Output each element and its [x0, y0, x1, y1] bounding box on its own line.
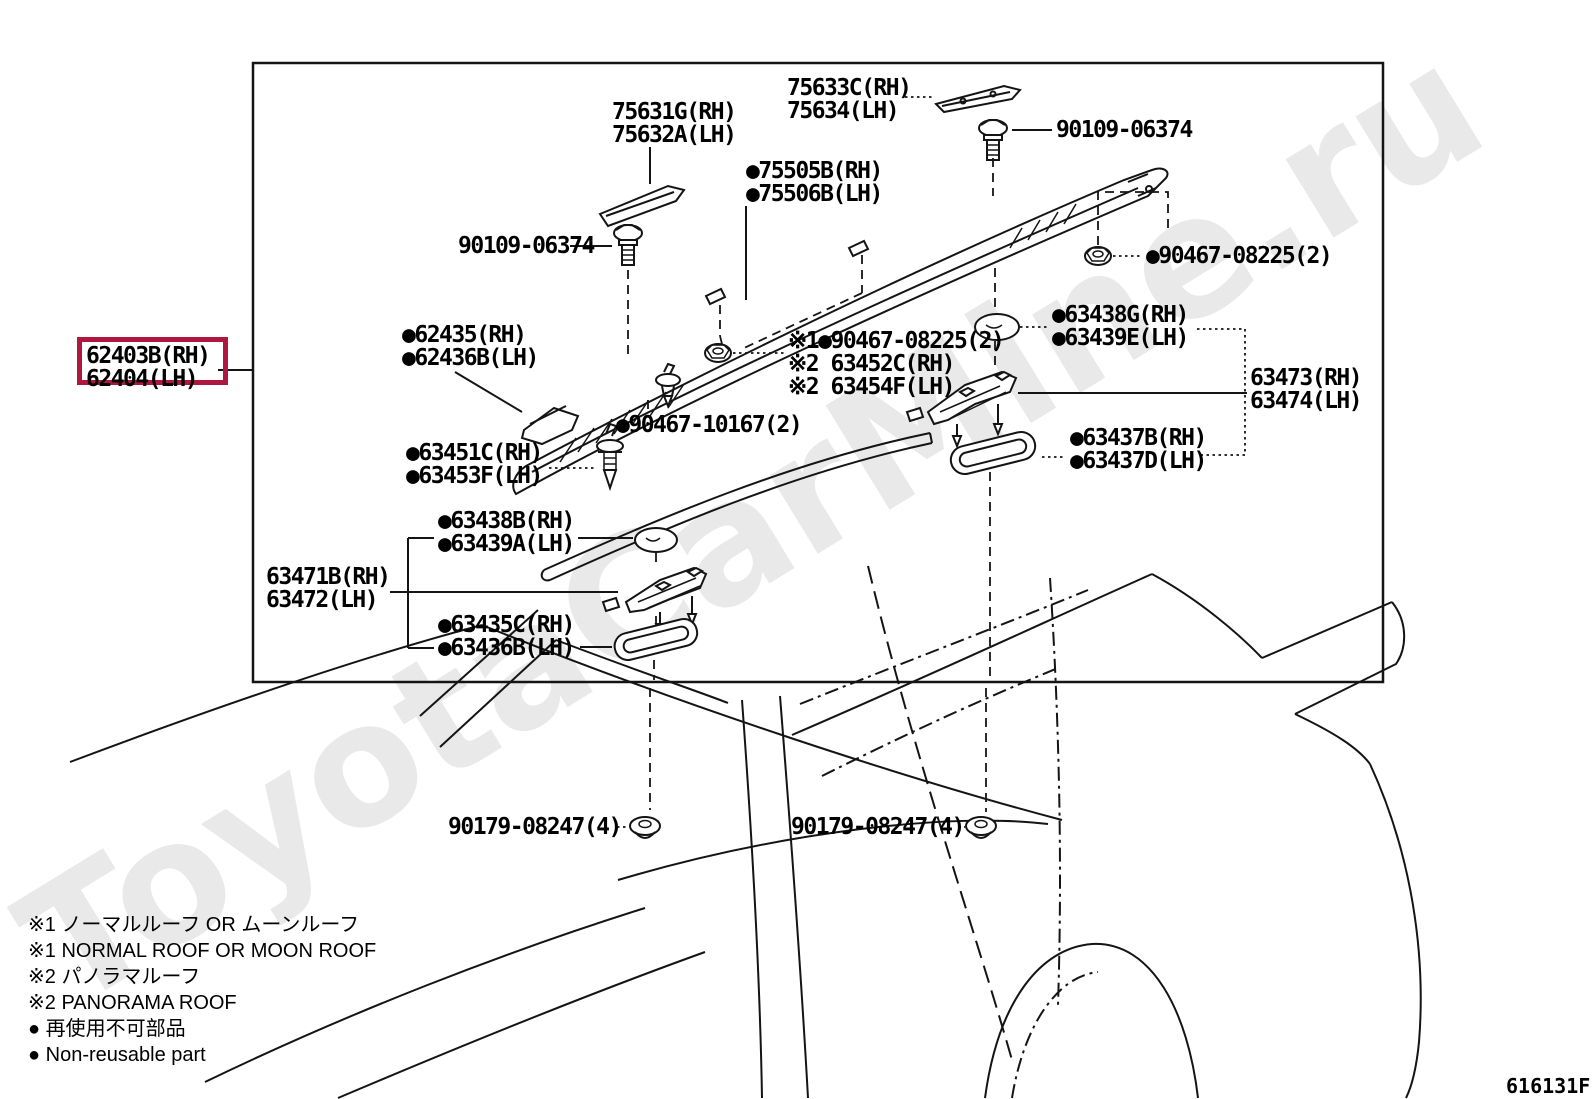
clip-icon-63451: [596, 422, 624, 492]
bolt-icon-left: [613, 224, 643, 266]
part-label-90179-right[interactable]: 90179-08247(4): [791, 814, 965, 840]
leader-lines-dashed: [627, 158, 1169, 812]
part-label-63473[interactable]: 63473(RH)63474(LH): [1250, 365, 1363, 414]
parts-box: [251, 61, 1385, 684]
leader-lines-solid: [218, 129, 1247, 649]
part-label-63435[interactable]: ●63435C(RH)●63436B(LH): [438, 612, 575, 661]
diagram-code: 616131F: [1506, 1074, 1591, 1098]
gasket-icon-right: [949, 430, 1037, 476]
grommet-icon-note1: [704, 343, 732, 363]
part-label-90179-left[interactable]: 90179-08247(4): [448, 814, 622, 840]
bolt-icon-right: [978, 119, 1008, 161]
part-label-90467-10167[interactable]: ●90467-10167(2): [616, 412, 803, 438]
bracket-icon-right: [905, 370, 1018, 449]
pad-icon-left: [634, 527, 678, 553]
part-label-75631[interactable]: 75631G(RH)75632A(LH): [612, 99, 737, 148]
part-label-63438g[interactable]: ●63438G(RH)●63439E(LH): [1052, 302, 1189, 351]
part-label-63451[interactable]: ●63451C(RH)●63453F(LH): [406, 440, 543, 489]
leader-lines-dotted: [549, 96, 1246, 828]
part-label-63452[interactable]: ※2 63452C(RH)※2 63454F(LH): [788, 351, 955, 400]
pad-icon-right: [974, 313, 1020, 341]
part-label-63437[interactable]: ●63437B(RH)●63437D(LH): [1070, 425, 1207, 474]
part-label-63471[interactable]: 63471B(RH)63472(LH): [266, 564, 391, 613]
fastener-icon-left: [629, 816, 661, 839]
part-label-90467-right[interactable]: ●90467-08225(2): [1146, 243, 1333, 269]
fastener-icon-right: [965, 816, 997, 839]
roof-rail-drawing: [512, 167, 1169, 496]
rail-end-cap: [520, 405, 580, 446]
grommet-icon-right: [1084, 246, 1112, 266]
part-label-75505[interactable]: ●75505B(RH)●75506B(LH): [746, 158, 883, 207]
highlight-box: [77, 337, 228, 385]
car-outline: [69, 565, 1422, 1099]
clip-icon-10167: [655, 362, 681, 409]
part-label-90109-left[interactable]: 90109-06374: [458, 233, 595, 259]
part-label-62403[interactable]: 62403B(RH)62404(LH): [86, 343, 211, 392]
part-label-90109-right[interactable]: 90109-06374: [1056, 117, 1193, 143]
part-label-90467-note1[interactable]: ※1●90467-08225(2): [788, 328, 1005, 354]
moulding-strip-75634: [934, 84, 1022, 114]
part-label-63438b[interactable]: ●63438B(RH)●63439A(LH): [438, 508, 575, 557]
drip-moulding-strip: [540, 432, 933, 582]
part-label-62435[interactable]: ●62435(RH)●62436B(LH): [402, 322, 539, 371]
moulding-strip-75631: [598, 184, 686, 228]
gasket-icon-left: [613, 618, 699, 662]
part-label-75633[interactable]: 75633C(RH)75634(LH): [787, 75, 912, 124]
